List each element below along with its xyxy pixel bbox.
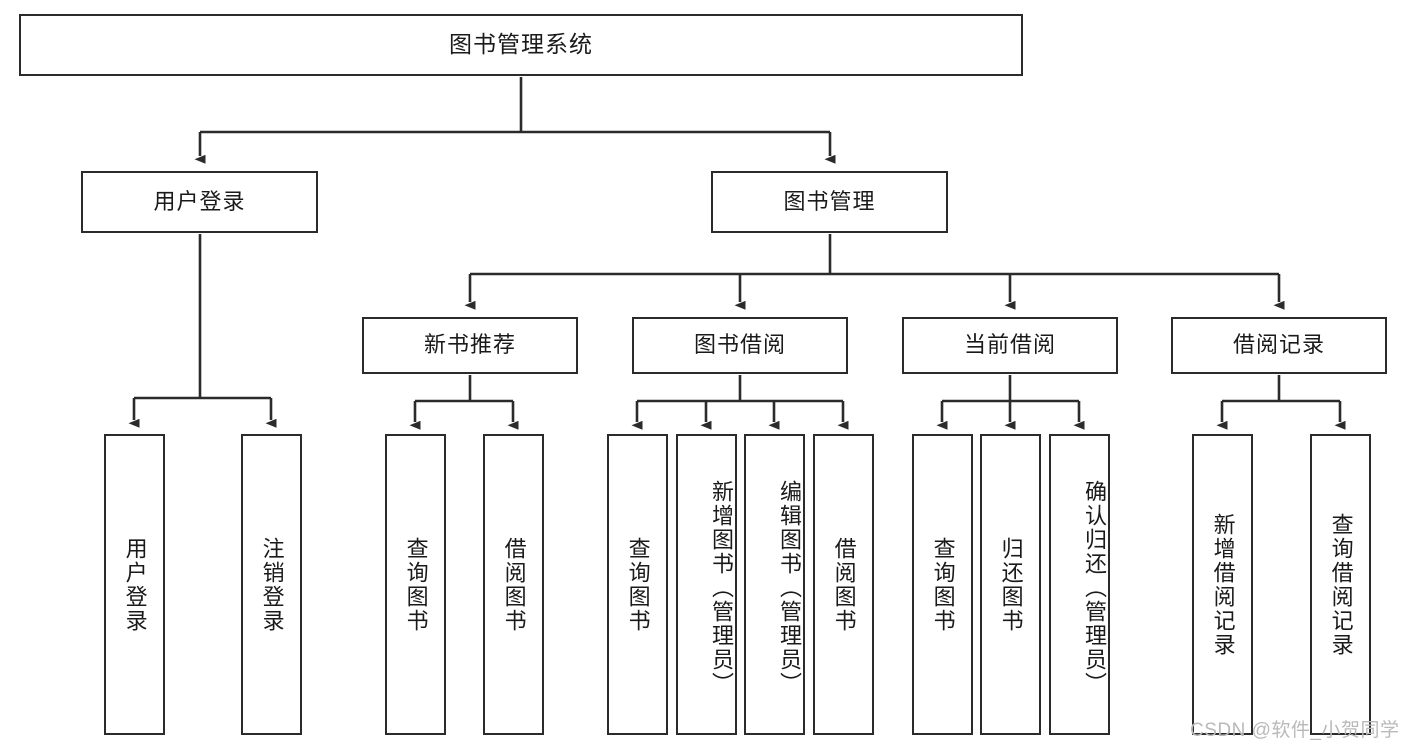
node-borrow-record[interactable]: 借阅记录: [1171, 317, 1387, 374]
node-book-borrow[interactable]: 图书借阅: [632, 317, 848, 374]
leaf-label: 查询借阅记录: [1328, 512, 1354, 657]
leaf-label: 归还图书: [998, 536, 1024, 633]
node-book-management[interactable]: 图书管理: [711, 171, 948, 233]
node-label: 借阅记录: [1232, 332, 1325, 358]
leaf-add-book-admin[interactable]: 新增图书（管理员）: [676, 434, 737, 735]
leaf-label: 用户登录: [122, 536, 148, 633]
leaf-user-login[interactable]: 用户登录: [104, 434, 165, 735]
watermark: CSDN @软件_小贺同学: [1190, 720, 1400, 741]
leaf-label: 注销登录: [259, 536, 285, 633]
leaf-user-logout[interactable]: 注销登录: [241, 434, 302, 735]
leaf-query-borrow-record[interactable]: 查询借阅记录: [1310, 434, 1371, 735]
leaf-query-book-recommend[interactable]: 查询图书: [385, 434, 446, 735]
leaf-confirm-return-admin[interactable]: 确认归还（管理员）: [1049, 434, 1110, 735]
node-user-login[interactable]: 用户登录: [81, 171, 318, 233]
leaf-label: 查询图书: [625, 536, 651, 633]
leaf-label: 新增借阅记录: [1210, 512, 1236, 657]
leaf-label: 查询图书: [403, 536, 429, 633]
node-label: 图书管理系统: [449, 31, 593, 58]
leaf-label: 编辑图书（管理员）: [777, 479, 802, 696]
node-label: 图书管理: [783, 188, 876, 214]
node-label: 用户登录: [153, 188, 246, 214]
leaf-query-book-current[interactable]: 查询图书: [912, 434, 973, 735]
node-label: 图书借阅: [693, 332, 786, 358]
leaf-edit-book-admin[interactable]: 编辑图书（管理员）: [744, 434, 805, 735]
leaf-label: 查询图书: [930, 536, 956, 633]
node-label: 新书推荐: [423, 332, 516, 358]
node-label: 当前借阅: [963, 332, 1056, 358]
leaf-label: 新增图书（管理员）: [709, 479, 734, 696]
leaf-add-borrow-record[interactable]: 新增借阅记录: [1192, 434, 1253, 735]
leaf-borrow-book-recommend[interactable]: 借阅图书: [483, 434, 544, 735]
leaf-label: 确认归还（管理员）: [1082, 479, 1107, 696]
node-new-book-recommend[interactable]: 新书推荐: [362, 317, 578, 374]
node-root-book-management-system[interactable]: 图书管理系统: [19, 14, 1023, 76]
leaf-label: 借阅图书: [831, 536, 857, 633]
leaf-return-book[interactable]: 归还图书: [980, 434, 1041, 735]
leaf-query-book-borrow[interactable]: 查询图书: [607, 434, 668, 735]
node-current-borrow[interactable]: 当前借阅: [902, 317, 1118, 374]
leaf-borrow-book[interactable]: 借阅图书: [813, 434, 874, 735]
leaf-label: 借阅图书: [501, 536, 527, 633]
